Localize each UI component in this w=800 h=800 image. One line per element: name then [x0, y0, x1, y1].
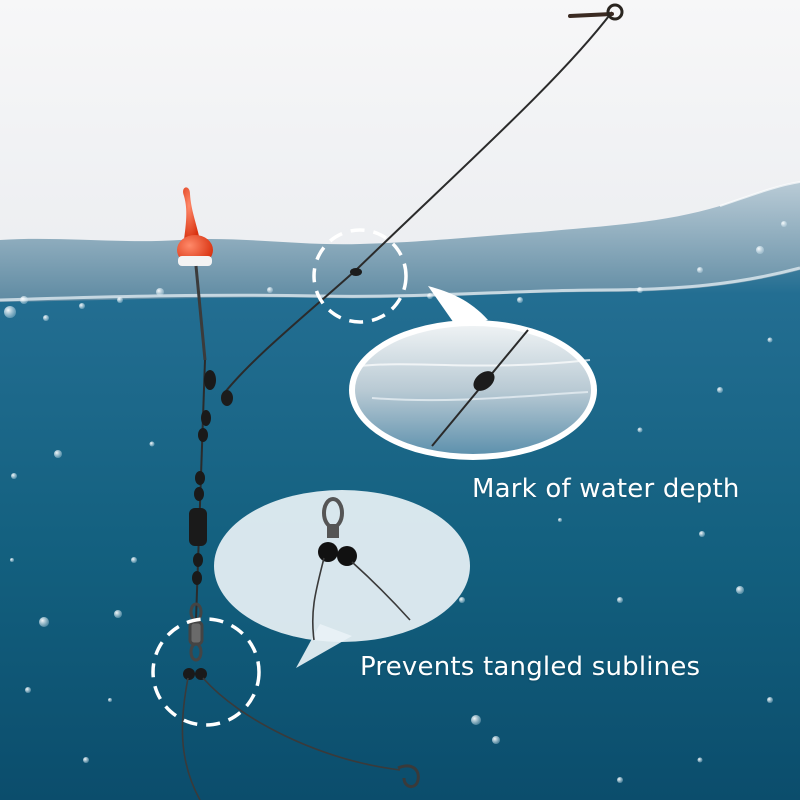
depth-mark-highlight: [312, 228, 408, 324]
sky-background: [0, 0, 800, 260]
water-depth-mark-label: Mark of water depth: [472, 474, 740, 504]
subline-left: [181, 677, 201, 800]
float-bobber: [177, 187, 213, 361]
hook: [397, 764, 420, 788]
rod-tip-knot: [606, 3, 624, 21]
callout-tangle: [214, 490, 470, 668]
water-surface: [0, 182, 800, 302]
tangle-prevention-label: Prevents tangled sublines: [360, 652, 701, 682]
main-fishing-line: [221, 11, 613, 397]
swivel-highlight: [151, 617, 261, 727]
water-bubbles: [4, 221, 787, 783]
rig-beads: [189, 370, 216, 585]
callout-depth-mark: [349, 286, 597, 460]
subline-right: [202, 677, 401, 771]
